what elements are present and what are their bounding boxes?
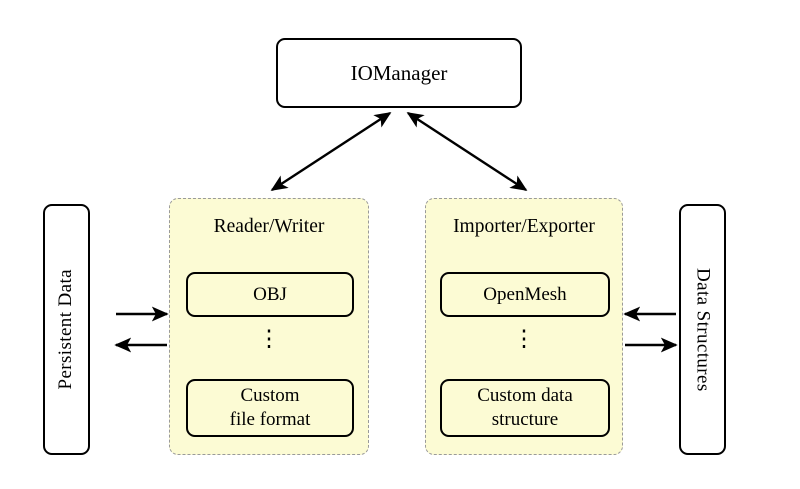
box-custom-data-structure-line1: Custom data	[477, 385, 573, 407]
panel-importer-exporter: Importer/Exporter OpenMesh ⋮ Custom data…	[425, 198, 623, 455]
edge-io-to-reader-writer	[270, 111, 392, 192]
box-custom-data-structure-label: Custom data structure	[477, 384, 573, 431]
node-io-manager-label: IOManager	[350, 60, 448, 85]
node-persistent-data: Persistent Data	[43, 204, 90, 455]
panel-reader-writer-title: Reader/Writer	[213, 216, 325, 237]
box-openmesh-label: OpenMesh	[483, 283, 567, 305]
panel-reader-writer: Reader/Writer OBJ ⋮ Custom file format	[169, 198, 369, 455]
box-obj: OBJ	[186, 272, 354, 317]
box-custom-file-format-label: Custom file format	[230, 384, 311, 431]
edge-io-to-importer-exporter	[406, 111, 528, 192]
box-openmesh: OpenMesh	[440, 272, 610, 317]
box-custom-file-format-line1: Custom	[240, 385, 300, 407]
node-io-manager: IOManager	[276, 38, 522, 108]
importer-exporter-ellipsis: ⋮	[512, 326, 536, 351]
box-custom-data-structure-line2: structure	[491, 409, 559, 430]
box-custom-file-format-line2: file format	[229, 409, 311, 430]
box-custom-data-structure: Custom data structure	[440, 379, 610, 437]
node-data-structures: Data Structures	[679, 204, 726, 455]
node-persistent-data-label: Persistent Data	[55, 269, 77, 390]
node-data-structures-label: Data Structures	[692, 267, 714, 392]
box-obj-label: OBJ	[253, 283, 287, 305]
reader-writer-ellipsis: ⋮	[257, 326, 281, 351]
box-custom-file-format: Custom file format	[186, 379, 354, 437]
panel-importer-exporter-title: Importer/Exporter	[453, 216, 595, 237]
